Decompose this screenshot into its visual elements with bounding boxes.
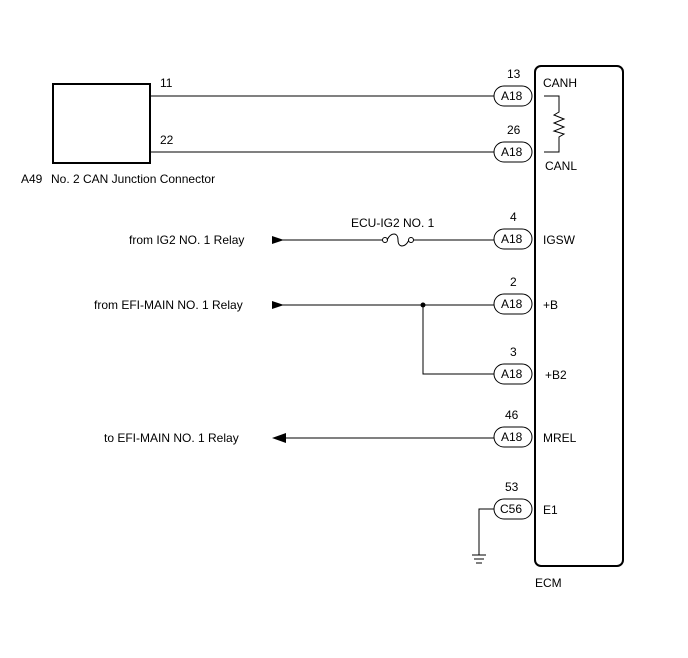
efi-arrow-out [272,433,286,443]
fuse-icon [386,233,410,247]
plus-b2-wire [422,305,494,375]
connector-id-3: A18 [501,367,523,381]
ig2-source-label: from IG2 NO. 1 Relay [129,233,244,247]
fuse-terminal-right [408,237,414,243]
connector-id-13: A18 [501,89,523,103]
pin-number-13: 13 [507,67,521,81]
junction-connector-id: A49 [21,172,43,186]
signal-plus-b: +B [543,298,558,312]
connector-pill-46 [493,426,533,448]
termination-resistor [544,95,566,153]
connector-id-2: A18 [501,297,523,311]
ig2-arrow-in [272,236,284,244]
efi-target-label: to EFI-MAIN NO. 1 Relay [104,431,239,445]
pin-number-46: 46 [505,408,519,422]
fuse-label: ECU-IG2 NO. 1 [351,216,435,230]
pin-number-26: 26 [507,123,521,137]
ecm-label: ECM [535,576,562,590]
pin-number-3: 3 [510,345,517,359]
junction-connector-label: No. 2 CAN Junction Connector [51,172,215,186]
pin-number-2: 2 [510,275,517,289]
signal-mrel: MREL [543,431,577,445]
connector-pill-13 [493,85,533,107]
signal-canl: CANL [545,159,577,173]
junction-pin-top: 11 [160,76,173,90]
junction-pin-bottom: 22 [160,133,174,147]
connector-pill-2 [493,293,533,315]
pin-number-4: 4 [510,210,517,224]
signal-igsw: IGSW [543,233,576,247]
connector-id-53: C56 [500,502,522,516]
connector-id-46: A18 [501,430,523,444]
efi-arrow-in [272,301,284,309]
junction-connector-box [52,83,151,164]
connector-id-26: A18 [501,145,523,159]
connector-pill-3 [493,363,533,385]
ecm-box [534,65,624,567]
signal-plus-b2: +B2 [545,368,567,382]
signal-e1: E1 [543,503,558,517]
efi-source-label: from EFI-MAIN NO. 1 Relay [94,298,243,312]
connector-pill-53 [493,498,533,520]
fuse-terminal-left [382,237,388,243]
pin-number-53: 53 [505,480,519,494]
connector-pill-4 [493,228,533,250]
connector-id-4: A18 [501,232,523,246]
connector-pill-26 [493,141,533,163]
ground-wire [478,508,494,555]
signal-canh: CANH [543,76,577,90]
